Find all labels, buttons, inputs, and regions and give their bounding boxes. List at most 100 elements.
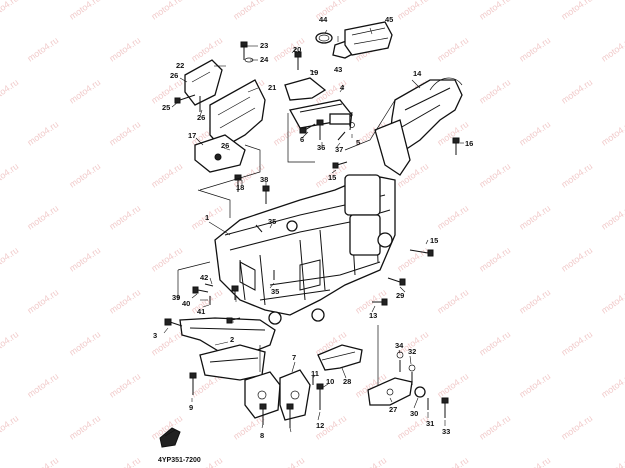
part-number-label: 9 — [189, 403, 193, 412]
watermark-text: moto4.ru — [0, 245, 20, 274]
watermark-text: moto4.ru — [435, 35, 470, 64]
watermark-text: moto4.ru — [107, 35, 142, 64]
part-number-label: 5 — [356, 138, 360, 147]
watermark-text: moto4.ru — [67, 77, 102, 106]
part-number-label: 27 — [389, 405, 397, 414]
watermark-text: moto4.ru — [25, 371, 60, 400]
part-number-label: 18 — [236, 183, 244, 192]
watermark-text: moto4.ru — [477, 0, 512, 22]
part-number-label: 20 — [293, 45, 301, 54]
watermark-text: moto4.ru — [559, 77, 594, 106]
watermark-text: moto4.ru — [435, 203, 470, 232]
right-bracket — [374, 77, 463, 176]
part-number-label: 31 — [426, 419, 434, 428]
part-number-label: 26 — [221, 141, 229, 150]
part-number-label: 43 — [334, 65, 342, 74]
part-number-label: 39 — [172, 293, 180, 302]
watermark-text: moto4.ru — [67, 0, 102, 22]
part-number-label: 10 — [326, 377, 334, 386]
watermark-text: moto4.ru — [599, 371, 625, 400]
part-number-label: 19 — [310, 68, 318, 77]
part-number-label: 33 — [442, 427, 450, 436]
fasteners — [164, 41, 460, 428]
part-number-label: 13 — [369, 311, 377, 320]
watermark-text: moto4.ru — [271, 455, 306, 468]
watermark-text: moto4.ru — [559, 413, 594, 442]
watermark-text: moto4.ru — [517, 455, 552, 468]
front-engine-mount — [179, 317, 276, 381]
watermark-text: moto4.ru — [107, 203, 142, 232]
part-number-label: 24 — [260, 55, 269, 64]
watermark-text: moto4.ru — [107, 455, 142, 468]
side-cover-lower — [194, 134, 246, 173]
watermark-text: moto4.ru — [395, 0, 430, 22]
watermark-text: moto4.ru — [517, 35, 552, 64]
watermark-text: moto4.ru — [0, 329, 20, 358]
watermark-text: moto4.ru — [395, 245, 430, 274]
watermark-text: moto4.ru — [435, 371, 470, 400]
part-number-label: 2 — [230, 335, 234, 344]
leader-lines — [163, 27, 464, 433]
part-number-label: 41 — [197, 307, 205, 316]
watermark-text: moto4.ru — [25, 455, 60, 468]
part-number-label: 8 — [260, 431, 264, 440]
lower-engine-mount — [244, 369, 311, 421]
part-number-label: 11 — [311, 369, 319, 378]
watermark-text: moto4.ru — [149, 0, 184, 22]
watermark-text: moto4.ru — [599, 287, 625, 316]
part-number-label: 12 — [316, 421, 324, 430]
watermark-text: moto4.ru — [149, 161, 184, 190]
part-number-label: 15 — [430, 236, 438, 245]
watermark-text: moto4.ru — [0, 161, 20, 190]
part-number-label: 26 — [170, 71, 178, 80]
rear-engine-mount — [317, 344, 363, 371]
part-number-label: 45 — [385, 15, 393, 24]
part-number-label: 22 — [176, 61, 184, 70]
right-lower-bracket — [367, 377, 413, 406]
part-number-label: 17 — [188, 131, 196, 140]
part-number-label: 28 — [343, 377, 351, 386]
part-number-label: 25 — [162, 103, 170, 112]
part-number-label: 37 — [335, 145, 343, 154]
watermark-text: moto4.ru — [435, 455, 470, 468]
upper-brackets — [284, 77, 353, 129]
watermark-text: moto4.ru — [477, 329, 512, 358]
part-number-label: 42 — [200, 273, 208, 282]
watermark-text: moto4.ru — [67, 161, 102, 190]
part-number-label: 6 — [300, 135, 304, 144]
part-number-labels: 1234567891011121314151516171819202122232… — [153, 15, 473, 440]
part-number-label: 34 — [395, 341, 404, 350]
watermark-text: moto4.ru — [477, 413, 512, 442]
part-number-label: 4 — [340, 83, 345, 92]
watermark-text: moto4.ru — [477, 245, 512, 274]
watermark-text: moto4.ru — [599, 35, 625, 64]
watermark-text: moto4.ru — [517, 287, 552, 316]
top-plates — [315, 21, 393, 59]
part-number-label: 14 — [413, 69, 422, 78]
part-number-label: 15 — [328, 173, 336, 182]
watermark-text: moto4.ru — [25, 287, 60, 316]
watermark-text: moto4.ru — [25, 203, 60, 232]
part-number-label: 26 — [197, 113, 205, 122]
watermark-text: moto4.ru — [599, 203, 625, 232]
part-number-label: 16 — [465, 139, 473, 148]
part-number-label: 7 — [292, 353, 296, 362]
part-number-label: 1 — [205, 213, 209, 222]
watermark-text: moto4.ru — [435, 287, 470, 316]
watermark-text: moto4.ru — [25, 35, 60, 64]
watermark-text: moto4.ru — [107, 287, 142, 316]
part-number-label: 32 — [408, 347, 416, 356]
watermark-text: moto4.ru — [353, 455, 388, 468]
part-number-label: 21 — [268, 83, 276, 92]
part-number-label: 23 — [260, 41, 268, 50]
watermark-text: moto4.ru — [0, 0, 20, 22]
watermark-text: moto4.ru — [67, 329, 102, 358]
stand-plate — [159, 427, 181, 448]
watermark-text: moto4.ru — [189, 35, 224, 64]
watermark-text: moto4.ru — [517, 203, 552, 232]
part-number-label: 35 — [271, 287, 279, 296]
watermark-text: moto4.ru — [477, 77, 512, 106]
watermark-text: moto4.ru — [67, 413, 102, 442]
part-number-label: 36 — [317, 143, 325, 152]
